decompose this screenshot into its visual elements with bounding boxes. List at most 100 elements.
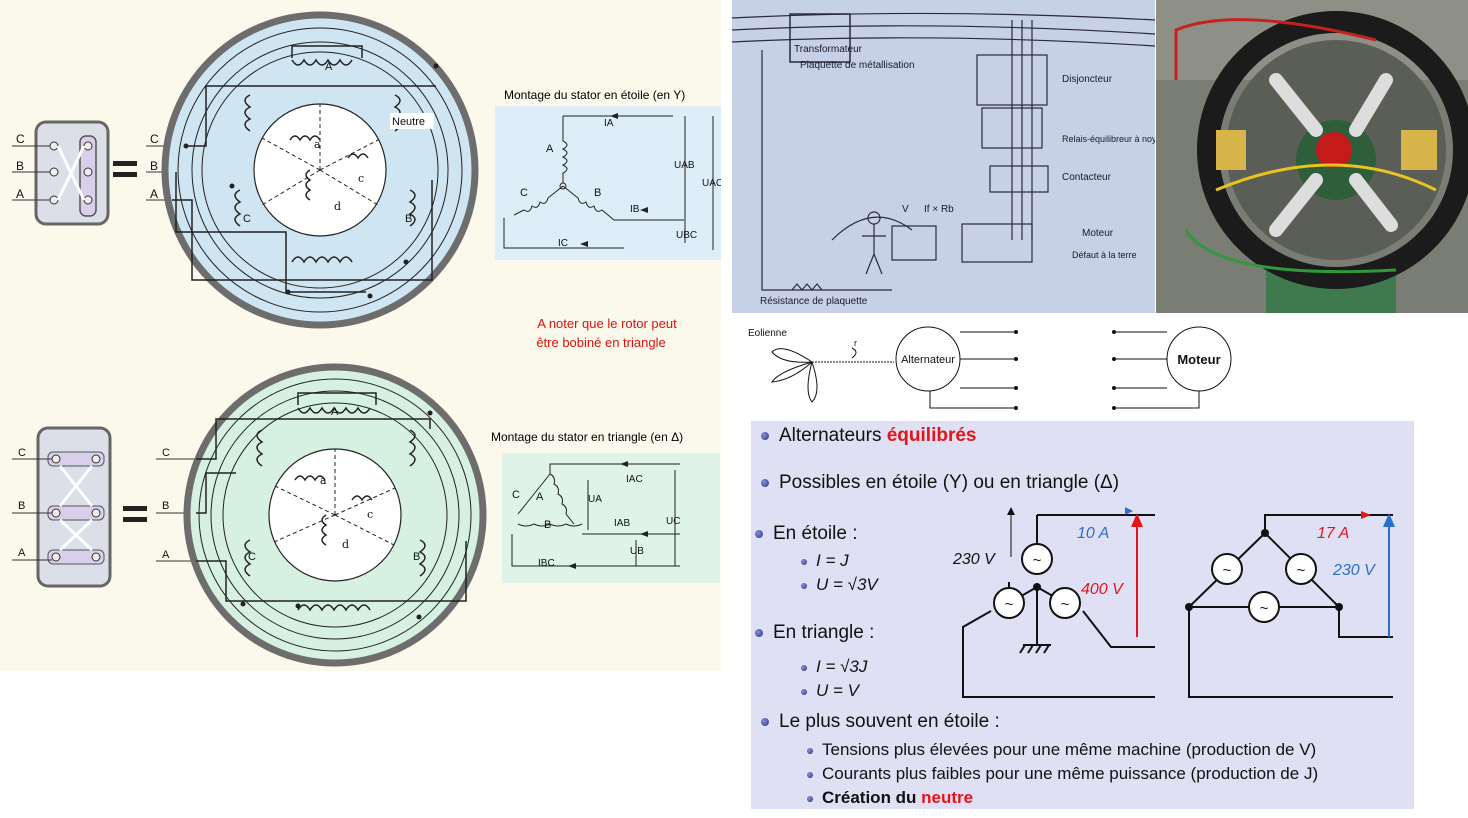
bullet-dot: [807, 747, 813, 754]
star-current-a: IA: [604, 118, 614, 129]
tri-item-2: U = V: [801, 681, 859, 701]
source-symbol-5: ~: [1297, 562, 1306, 579]
star-stator: A B C a c d Neutre: [161, 11, 479, 329]
star-machine-term-a: A: [150, 187, 158, 201]
delta-schematic: IAC IAB IBC UA UC UB A B C: [502, 453, 720, 583]
star-machine-term-c: C: [150, 132, 159, 146]
delta-rotor-d: d: [342, 538, 349, 551]
star-rotor-a: a: [314, 138, 321, 151]
star-current-b: IB: [630, 204, 640, 215]
bullet-mostly-star: Le plus souvent en étoile :: [761, 711, 1000, 733]
r-label: r: [854, 338, 857, 348]
delta-rotor-c: c: [367, 508, 373, 521]
star-i-label: 10 A: [1077, 525, 1109, 542]
doc-label-resistance: Résistance de plaquette: [760, 296, 868, 307]
star-voltage-bc: UBC: [676, 230, 697, 241]
doc-label-relay: Relais-équilibreur à noyau: [1062, 134, 1155, 144]
bullet-dot: [755, 628, 763, 637]
bullet-dot: [807, 795, 813, 802]
bullet-dot: [801, 688, 807, 695]
delta-coil-b: B: [544, 519, 551, 531]
tri-item-1: I = √3J: [801, 657, 867, 677]
bullet-star-delta-text: Possibles en étoile (Y) ou en triangle (…: [779, 472, 1120, 493]
bullet-dot: [801, 582, 807, 589]
sub-item-2: Courants plus faibles pour une même puis…: [807, 764, 1318, 784]
bullet-dot: [807, 771, 813, 778]
bullet-triangle-text: En triangle :: [773, 622, 875, 643]
delta-winding-a: A: [331, 406, 339, 418]
alternator-model-photo: [1156, 0, 1468, 313]
bullet-dot: [761, 431, 769, 440]
tri-u-label: 230 V: [1332, 562, 1376, 579]
bullet-balanced: Alternateurs équilibrés: [761, 425, 976, 447]
doc-label-if-rb: If × Rb: [924, 204, 954, 215]
bullet-star-text: En étoile :: [773, 523, 858, 544]
star-equals-sign: [113, 161, 137, 177]
star-coil-c: C: [520, 187, 528, 199]
doc-label-fault: Défaut à la terre: [1072, 250, 1137, 260]
delta-winding-c: C: [248, 551, 256, 563]
star-connection-diagram: ~ ~ ~ 230 V 10 A 400 V: [952, 507, 1155, 698]
delta-stator: A B C a c d: [183, 363, 487, 667]
turbine-alternator-motor-schematic: Eolienne r Alternateur Moteur: [748, 326, 1232, 410]
bullet-star: En étoile :: [755, 523, 858, 545]
star-voltage-ab: UAB: [674, 160, 695, 171]
sub-item-1: Tensions plus élevées pour une même mach…: [807, 740, 1316, 760]
delta-connection-diagram: ~ ~ ~ 17 A 230 V: [1185, 511, 1395, 698]
sub-item-3-text: Création du: [822, 788, 922, 807]
star-rotor-d: d: [334, 200, 341, 213]
delta-coil-c: C: [512, 489, 520, 501]
star-rotor-c: c: [358, 172, 364, 185]
rotor-note-line1: A noter que le rotor peut: [537, 316, 677, 331]
tri-i-label: 17 A: [1317, 525, 1349, 542]
bullet-triangle: En triangle :: [755, 622, 874, 644]
star-item-1: I = J: [801, 551, 849, 571]
stator-diagrams: C B A C B A: [12, 11, 723, 667]
rotor-note-line2: être bobiné en triangle: [536, 335, 665, 350]
motor-label: Moteur: [1177, 352, 1220, 367]
bullet-balanced-highlight: équilibrés: [886, 425, 977, 446]
delta-term-b: B: [18, 500, 25, 512]
star-u-label: 400 V: [1081, 581, 1124, 598]
star-current-c: IC: [558, 238, 568, 249]
beamer-slide: Alternateurs équilibrés Possibles en éto…: [751, 421, 1414, 809]
star-term-a: A: [16, 187, 24, 201]
star-item-1-text: I = J: [816, 551, 849, 570]
stator-connections-panel: C B A C B A: [0, 0, 723, 671]
tri-item-1-text: I = √3J: [816, 657, 868, 676]
delta-coil-a: A: [536, 491, 544, 503]
star-machine-term-b: B: [150, 159, 158, 173]
delta-current-ab: IAB: [614, 518, 630, 529]
eolienne-label: Eolienne: [748, 328, 787, 339]
doc-label-v: V: [902, 204, 909, 215]
sub-item-3: Création du neutre: [807, 788, 973, 808]
star-terminal-box: [34, 120, 110, 226]
doc-label-contactor: Contacteur: [1062, 172, 1112, 183]
bullet-dot: [755, 529, 763, 538]
bullet-dot: [801, 558, 807, 565]
delta-term-a: A: [18, 547, 26, 559]
wind-turbine-diagram: Eolienne r Alternateur Moteur: [744, 318, 1244, 414]
delta-machine-term-a: A: [162, 549, 170, 561]
star-winding-c: C: [243, 213, 251, 225]
tri-item-2-text: U = V: [816, 681, 859, 700]
delta-machine-term-b: B: [162, 500, 169, 512]
bullet-dot: [761, 717, 769, 726]
star-winding-b: B: [405, 213, 412, 225]
star-v-label: 230 V: [952, 551, 996, 568]
bullet-dot: [801, 664, 807, 671]
bullet-star-delta: Possibles en étoile (Y) ou en triangle (…: [761, 472, 1119, 494]
earth-fault-schematic: Transformateur Plaquette de métallisatio…: [732, 0, 1155, 313]
delta-equals-sign: [123, 506, 147, 522]
star-item-2-text: U = √3V: [816, 575, 878, 594]
bullet-balanced-text: Alternateurs: [779, 425, 887, 446]
doc-label-transformer: Transformateur: [794, 44, 863, 55]
star-voltage-ac: UAC: [702, 178, 721, 189]
star-schematic: IA IB IC UAB UAC UBC A B C: [495, 106, 723, 260]
textbook-photo: Transformateur Plaquette de métallisatio…: [732, 0, 1155, 313]
source-symbol-6: ~: [1260, 600, 1269, 617]
alternator-label: Alternateur: [901, 354, 955, 366]
machine-illustration: [1156, 0, 1468, 313]
sub-item-2-text: Courants plus faibles pour une même puis…: [822, 764, 1319, 783]
doc-label-breaker: Disjoncteur: [1062, 74, 1113, 85]
